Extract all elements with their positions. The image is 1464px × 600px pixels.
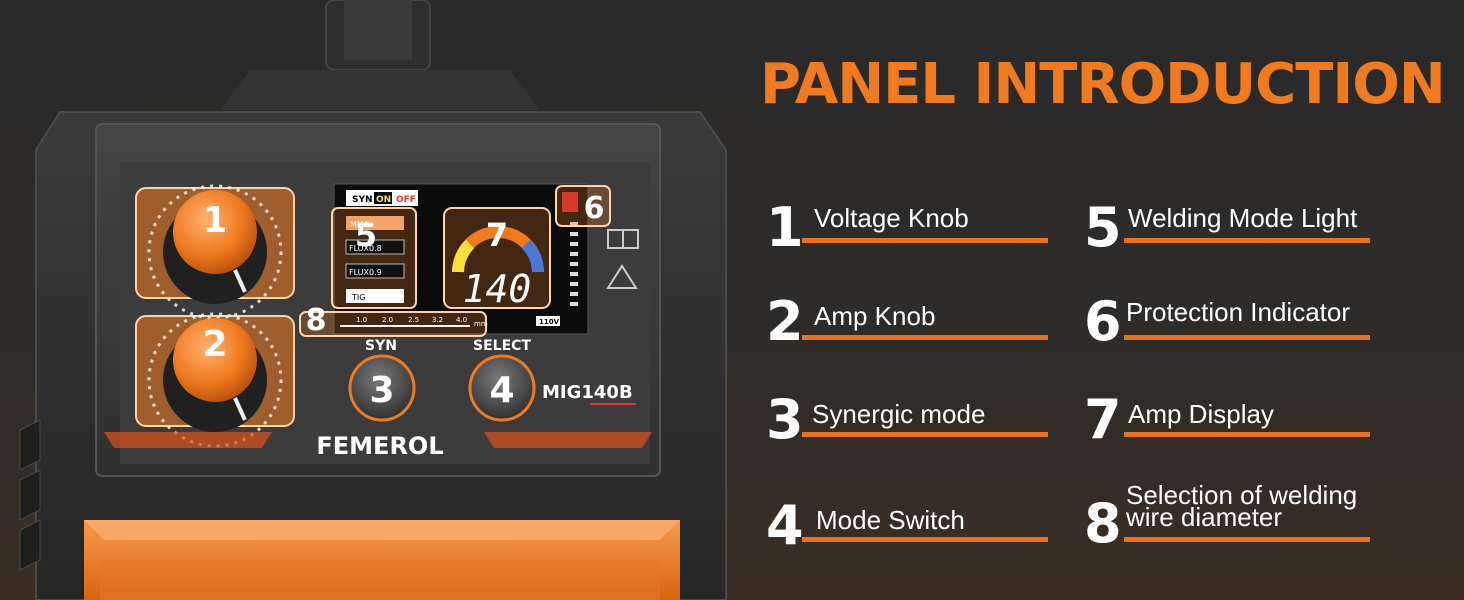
feature-number: 8: [1084, 492, 1122, 555]
svg-text:FLUX0.9: FLUX0.9: [349, 268, 382, 277]
feature-underline: [802, 537, 1048, 542]
amp-display-box: [443, 207, 551, 309]
feature-number: 7: [1084, 388, 1122, 451]
feature-label: Amp Knob: [814, 301, 936, 331]
feature-item-5: 5 Welding Mode Light: [1084, 198, 1404, 278]
feature-item-8: 8 Selection of welding wire diameter: [1084, 480, 1404, 574]
marker-8: 8: [306, 303, 327, 338]
feature-label: Selection of welding wire diameter: [1126, 480, 1358, 532]
feature-number: 6: [1084, 290, 1122, 353]
svg-text:TIG: TIG: [351, 293, 365, 302]
svg-text:110V: 110V: [539, 318, 560, 326]
marker-6: 6: [584, 191, 605, 226]
svg-text:2.0: 2.0: [382, 316, 393, 324]
svg-text:4: 4: [489, 370, 514, 411]
feature-item-2: 2 Amp Knob: [766, 292, 1066, 372]
brand-logo: FEMEROL: [316, 432, 443, 460]
feature-underline: [1124, 335, 1370, 340]
svg-text:4.0: 4.0: [456, 316, 467, 324]
svg-text:mm: mm: [474, 320, 488, 328]
knob-1-number: 1: [202, 200, 227, 241]
feature-number: 4: [766, 494, 804, 557]
syn-button: [348, 354, 416, 422]
svg-text:OFF: OFF: [396, 195, 416, 205]
welder-illustration: 1 2 SYN ON OFF MMA FLUX0.8 FLUX0.9 TIG 5…: [19, 0, 727, 600]
feature-item-4: 4 Mode Switch: [766, 496, 1066, 576]
syn-label: SYN: [365, 338, 397, 354]
feature-item-6: 6 Protection Indicator: [1084, 292, 1404, 372]
feature-item-1: 1 Voltage Knob: [766, 198, 1066, 278]
feature-number: 3: [766, 388, 804, 451]
feature-item-7: 7 Amp Display: [1084, 390, 1404, 470]
feature-number: 1: [766, 196, 804, 259]
svg-text:3: 3: [369, 370, 394, 411]
feature-underline: [1124, 238, 1370, 243]
select-button: [468, 354, 536, 422]
svg-text:3.2: 3.2: [432, 316, 443, 324]
feature-label: Amp Display: [1128, 399, 1274, 429]
svg-text:MMA: MMA: [350, 220, 370, 229]
page-title: PANEL INTRODUCTION: [760, 52, 1446, 117]
feature-label: Welding Mode Light: [1128, 203, 1358, 233]
feature-number: 5: [1084, 196, 1122, 259]
svg-text:2.5: 2.5: [408, 316, 419, 324]
mode-light-box: [331, 207, 417, 309]
feature-label: Synergic mode: [812, 399, 986, 429]
marker-7: 7: [486, 216, 508, 254]
feature-underline: [1124, 432, 1370, 437]
svg-text:ON: ON: [376, 195, 391, 205]
model-name: MIG140B: [542, 382, 633, 403]
feature-item-3: 3 Synergic mode: [766, 390, 1066, 470]
marker-5: 5: [355, 216, 377, 254]
feature-label: Mode Switch: [816, 505, 965, 535]
warning-icon: [606, 264, 638, 289]
feature-number: 2: [766, 290, 804, 353]
feature-underline: [802, 238, 1048, 243]
amp-value: 140: [463, 267, 532, 311]
select-label: SELECT: [473, 338, 531, 354]
feature-label: Voltage Knob: [814, 203, 969, 233]
feature-label: Protection Indicator: [1126, 297, 1351, 327]
feature-underline: [1124, 537, 1370, 542]
svg-text:FLUX0.8: FLUX0.8: [349, 244, 382, 253]
knob-2-number: 2: [202, 324, 227, 365]
svg-text:1.0: 1.0: [356, 316, 367, 324]
feature-underline: [802, 432, 1048, 437]
feature-underline: [802, 335, 1048, 340]
svg-text:SYN: SYN: [352, 195, 373, 205]
wire-diameter-box: [299, 311, 487, 337]
